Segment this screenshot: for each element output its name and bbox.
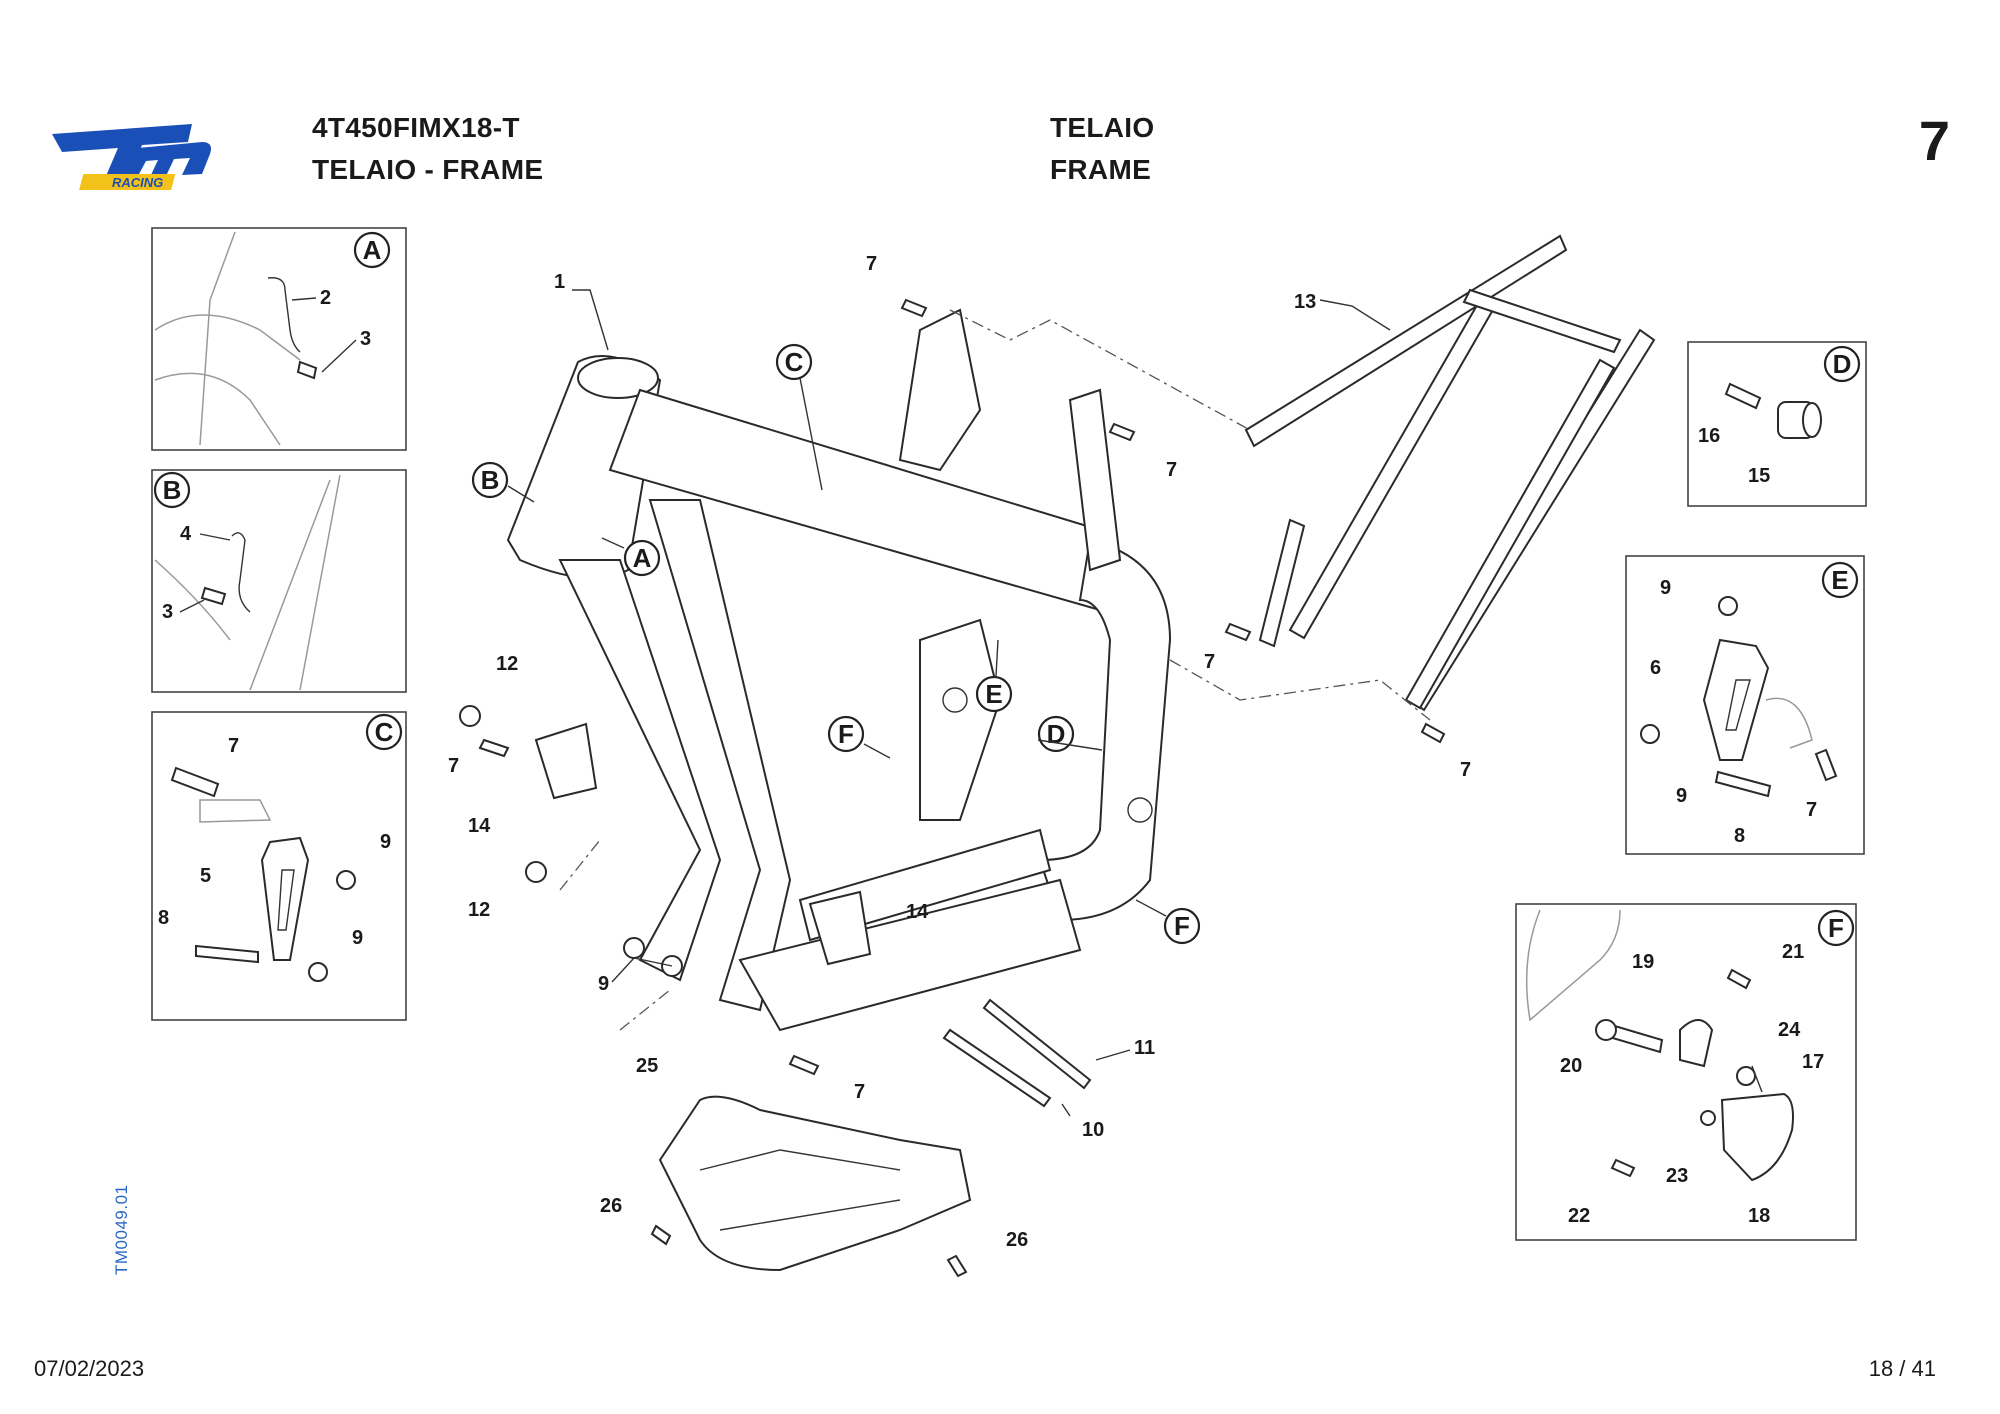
callout-9-e2: 9 [1676, 785, 1687, 807]
callout-2: 2 [320, 287, 331, 309]
callout-12-b: 12 [468, 899, 490, 921]
callout-6: 6 [1650, 657, 1661, 679]
callout-7-bottom: 7 [854, 1081, 865, 1103]
callout-11: 11 [1134, 1037, 1155, 1059]
document-id: TM0049.01 [112, 1184, 131, 1276]
skid-plate: 25 26 26 [600, 1055, 1028, 1278]
callout-7-right: 7 [1166, 459, 1177, 481]
callout-10: 10 [1082, 1119, 1104, 1141]
circle-label-a [353, 231, 391, 269]
callout-13: 13 [1294, 291, 1316, 313]
callout-26-a: 26 [600, 1195, 622, 1217]
frame-circle-f1: F [838, 719, 854, 749]
circle-text-b: B [163, 475, 182, 505]
callout-14-a: 14 [468, 815, 491, 837]
callout-7-top: 7 [866, 253, 877, 275]
frame-circle-c: C [785, 347, 804, 377]
section-number: 7 [1918, 109, 1950, 172]
footer-date: 07/02/2023 [34, 1356, 145, 1381]
detail-box-e: E 9 6 9 8 7 [1625, 555, 1865, 855]
circle-label-d [1823, 345, 1861, 383]
callout-24: 24 [1778, 1019, 1801, 1041]
callout-9-c2: 9 [352, 927, 363, 949]
detail-box-b: B 4 3 [151, 469, 407, 693]
page-subtitle: TELAIO - FRAME [312, 154, 544, 185]
frame-circle-f2: F [1174, 911, 1190, 941]
frame-circle-e: E [985, 679, 1002, 709]
detail-box-d: D 16 15 [1687, 341, 1867, 507]
rear-subframe: 13 [1244, 234, 1656, 712]
section-title-en: FRAME [1050, 154, 1152, 185]
circle-text-f: F [1828, 913, 1844, 943]
callout-19: 19 [1632, 951, 1654, 973]
callout-12-a: 12 [496, 653, 518, 675]
callout-3: 3 [360, 328, 371, 350]
callout-9-c1: 9 [380, 831, 391, 853]
frame-circle-b: B [481, 465, 500, 495]
fasteners [459, 298, 1446, 1108]
circle-text-d: D [1833, 349, 1852, 379]
circle-label-c [365, 713, 403, 751]
circle-text-e: E [1831, 565, 1848, 595]
callout-7-rear: 7 [1460, 759, 1471, 781]
callout-1: 1 [554, 271, 565, 293]
callout-16: 16 [1698, 425, 1720, 447]
circle-label-f [1817, 909, 1855, 947]
footer-page: 18 / 41 [1868, 1356, 1936, 1381]
callout-7-e: 7 [1806, 799, 1817, 821]
callout-15: 15 [1748, 465, 1770, 487]
tm-racing-logo: RACING [52, 124, 211, 190]
callout-3-b: 3 [162, 601, 173, 623]
callout-17: 17 [1802, 1051, 1824, 1073]
callout-7-sub: 7 [1204, 651, 1215, 673]
callout-9-main: 9 [598, 973, 609, 995]
callout-4: 4 [180, 523, 192, 545]
main-frame-circles: B A C E F D F [471, 343, 1201, 945]
frame-circle-a: A [633, 543, 652, 573]
callout-21: 21 [1782, 941, 1804, 963]
callout-9-e1: 9 [1660, 577, 1671, 599]
callout-14-b: 14 [906, 901, 929, 923]
callout-26-b: 26 [1006, 1229, 1028, 1251]
callout-5: 5 [200, 865, 211, 887]
callout-18: 18 [1748, 1205, 1770, 1227]
callout-8-c: 8 [158, 907, 169, 929]
circle-text-a: A [363, 235, 382, 265]
callout-20: 20 [1560, 1055, 1582, 1077]
detail-box-c: C 7 5 8 9 9 [151, 711, 407, 1021]
circle-label-b [153, 471, 191, 509]
callout-25: 25 [636, 1055, 658, 1077]
circle-label-e [1821, 561, 1859, 599]
detail-box-a: A 2 3 [151, 227, 407, 451]
main-frame [506, 308, 1172, 1032]
model-code: 4T450FIMX18-T [312, 112, 520, 143]
detail-box-f: F 19 21 24 20 17 23 22 18 [1515, 903, 1857, 1241]
logo-racing-text: RACING [112, 175, 163, 190]
section-title-it: TELAIO [1050, 112, 1155, 143]
circle-text-c: C [375, 717, 394, 747]
callout-7-c: 7 [228, 735, 239, 757]
callout-23: 23 [1666, 1165, 1688, 1187]
callout-7-left: 7 [448, 755, 459, 777]
main-callouts: 1 7 7 7 7 7 7 12 12 14 14 9 11 10 [448, 253, 1471, 1141]
callout-22: 22 [1568, 1205, 1590, 1227]
callout-8-e: 8 [1734, 825, 1745, 847]
